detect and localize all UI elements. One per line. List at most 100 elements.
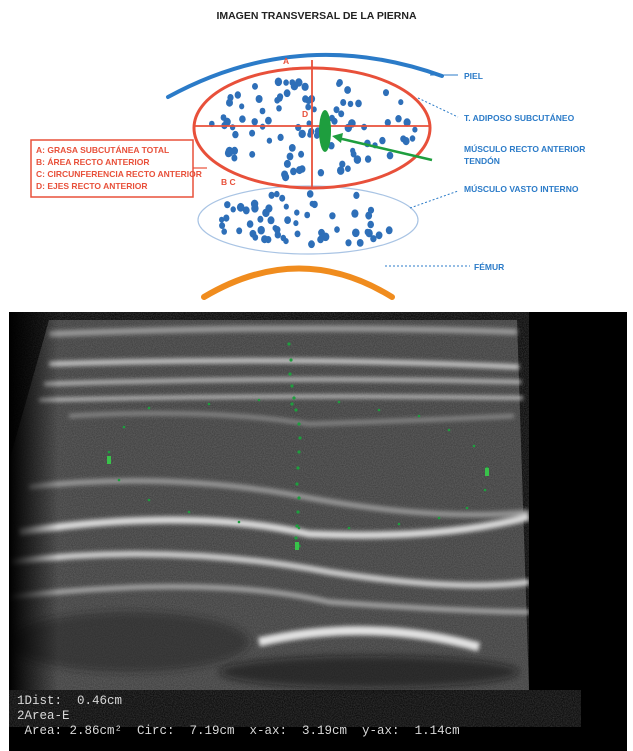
fiber-dot — [355, 100, 362, 108]
fiber-dot — [302, 83, 309, 91]
fiber-dot — [261, 235, 268, 243]
diagram-canvas: A D B C A: GRASA SUBCUTÁNEA TOTAL B: ÁRE… — [0, 0, 633, 310]
fiber-dot — [274, 226, 281, 234]
fiber-dot — [256, 95, 263, 103]
caliper-dot — [258, 399, 261, 402]
fiber-dot — [257, 216, 263, 223]
label-vasto: MÚSCULO VASTO INTERNO — [464, 183, 579, 194]
caliper-dot — [398, 523, 401, 526]
fiber-dot — [293, 220, 298, 226]
legend-item-b: B: ÁREA RECTO ANTERIOR — [36, 157, 150, 167]
fiber-dot — [395, 115, 401, 122]
readout-area-label: 2Area-E — [17, 710, 70, 723]
fiber-dot — [247, 220, 254, 228]
fiber-dot — [370, 235, 376, 242]
fiber-dot — [345, 239, 351, 246]
fiber-dot — [284, 216, 291, 224]
fiber-dot — [281, 171, 288, 179]
vastus-muscle-fibers — [219, 190, 393, 248]
caliper-dot — [188, 511, 191, 514]
fiber-dot — [236, 227, 242, 234]
fiber-dot — [249, 130, 255, 137]
fiber-dot — [345, 165, 351, 172]
fiber-dot — [250, 230, 257, 238]
caliper-dot — [148, 499, 151, 502]
caliper-dot — [438, 517, 441, 520]
caliper-dot — [148, 407, 151, 410]
caliper-dot — [297, 422, 300, 425]
fiber-dot — [337, 166, 344, 175]
fiber-dot — [289, 79, 295, 86]
fiber-dot — [265, 117, 272, 125]
caliper-dot — [287, 342, 290, 345]
fiber-dot — [336, 81, 341, 87]
fiber-dot — [365, 155, 371, 162]
fiber-dot — [295, 231, 301, 238]
leg-cross-section-diagram: IMAGEN TRANSVERSAL DE LA PIERNA A D B C … — [0, 0, 633, 310]
caliper-dot — [208, 403, 211, 406]
fiber-dot — [338, 110, 344, 117]
fiber-dot — [308, 240, 315, 248]
fiber-dot — [278, 134, 284, 141]
fiber-dot — [284, 160, 291, 168]
fiber-dot — [294, 210, 299, 216]
fiber-dot — [403, 137, 410, 145]
caliper-dot — [348, 527, 351, 530]
fiber-dot — [383, 89, 389, 96]
fiber-dot — [231, 155, 237, 162]
marker-bc: B C — [221, 177, 236, 187]
fiber-dot — [304, 212, 310, 219]
fiber-dot — [331, 118, 337, 125]
caliper-dot — [484, 489, 487, 492]
fiber-dot — [344, 86, 351, 94]
fiber-dot — [353, 192, 359, 199]
fiber-dot — [252, 83, 258, 90]
marker-a: A — [283, 56, 289, 66]
legend-item-a: A: GRASA SUBCUTÁNEA TOTAL — [36, 145, 169, 155]
rectus-muscle-fibers — [209, 78, 418, 182]
fiber-dot — [307, 190, 314, 198]
fiber-dot — [329, 212, 335, 219]
fiber-dot — [387, 152, 394, 160]
fiber-dot — [279, 195, 285, 202]
fiber-dot — [290, 168, 297, 176]
legend-item-c: C: CIRCUNFERENCIA RECTO ANTERIOR — [36, 169, 202, 179]
fiber-dot — [354, 155, 361, 164]
fiber-dot — [284, 204, 289, 210]
caliper-dot — [473, 445, 476, 448]
fiber-dot — [295, 78, 302, 86]
fiber-dot — [252, 201, 258, 207]
readout-distance: 1Dist: 0.46cm — [17, 695, 122, 708]
fiber-dot — [311, 201, 317, 208]
caliper-handle — [107, 456, 111, 464]
caliper-dot — [298, 436, 301, 439]
fiber-dot — [352, 229, 360, 238]
fiber-dot — [299, 130, 306, 138]
caliper-dot — [466, 507, 469, 510]
fiber-dot — [224, 201, 230, 208]
fiber-dot — [269, 192, 275, 199]
fiber-dot — [283, 79, 289, 85]
ultrasound-image: 1Dist: 0.46cm 2Area-E Area: 2.86cm² Circ… — [9, 312, 627, 751]
fiber-dot — [268, 216, 275, 224]
fiber-dot — [357, 239, 364, 247]
vasto-leader — [410, 191, 458, 208]
readout-measurements: Area: 2.86cm² Circ: 7.19cm x-ax: 3.19cm … — [17, 725, 460, 738]
caliper-dot — [298, 527, 301, 530]
fiber-dot — [274, 191, 280, 197]
caliper-dot — [296, 466, 299, 469]
label-recto: MÚSCULO RECTO ANTERIOR — [464, 143, 585, 154]
fiber-dot — [287, 153, 294, 161]
caliper-dot — [123, 426, 126, 429]
fiber-dot — [296, 166, 303, 174]
fiber-dot — [350, 148, 355, 154]
caliper-handle — [485, 468, 489, 476]
caliper-dot — [448, 429, 451, 432]
fiber-dot — [368, 207, 374, 214]
fiber-dot — [219, 222, 225, 229]
fiber-dot — [267, 138, 272, 144]
fiber-dot — [410, 135, 416, 141]
label-femur: FÉMUR — [474, 262, 504, 272]
caliper-dot — [297, 450, 300, 453]
fiber-dot — [379, 137, 385, 144]
